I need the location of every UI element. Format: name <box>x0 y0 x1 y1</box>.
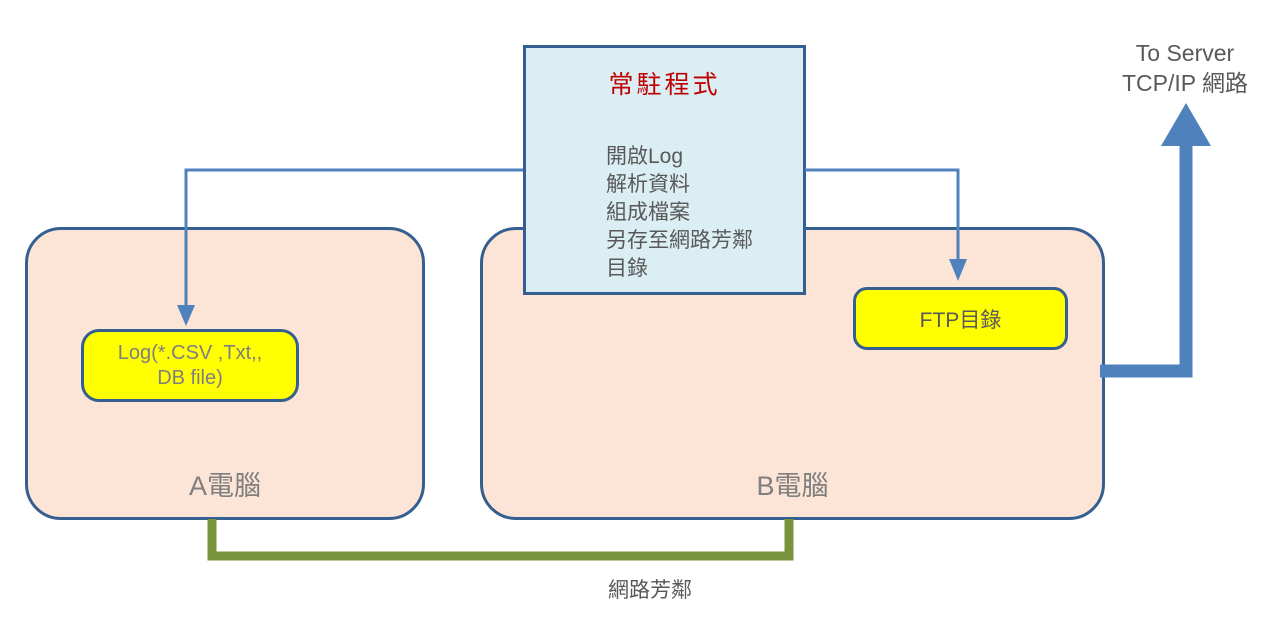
arrowhead-to-server-icon <box>1161 103 1211 146</box>
program-step-4: 另存至網路芳鄰 <box>606 229 753 252</box>
resident-program-box: 常駐程式 開啟Log 解析資料 組成檔案 另存至網路芳鄰 目錄 <box>523 45 806 295</box>
arrow-to-server <box>1100 140 1193 378</box>
to-server-line1: To Server <box>1135 40 1235 66</box>
to-server-label: To Server TCP/IP 網路 <box>1095 38 1275 98</box>
resident-program-title: 常駐程式 <box>608 71 721 99</box>
computer-a-box: Log(*.CSV ,Txt,, DB file) A電腦 <box>25 227 425 520</box>
log-file-line2: DB file) <box>157 366 223 389</box>
network-link-line <box>207 519 794 561</box>
program-step-1: 開啟Log <box>606 145 684 168</box>
computer-b-label: B電腦 <box>756 471 829 501</box>
ftp-directory-label: FTP目錄 <box>919 308 1002 332</box>
computer-a-label: A電腦 <box>188 471 261 501</box>
program-step-3: 組成檔案 <box>606 201 690 224</box>
program-step-5: 目錄 <box>606 257 648 280</box>
resident-program-steps: 開啟Log 解析資料 組成檔案 另存至網路芳鄰 目錄 <box>526 143 803 283</box>
ftp-directory-box: FTP目錄 <box>853 287 1068 350</box>
program-step-2: 解析資料 <box>606 173 690 196</box>
network-neighborhood-label: 網路芳鄰 <box>608 579 692 602</box>
log-file-box: Log(*.CSV ,Txt,, DB file) <box>81 329 299 402</box>
to-server-line2: TCP/IP 網路 <box>1121 70 1249 96</box>
log-file-line1: Log(*.CSV ,Txt,, <box>117 341 263 364</box>
